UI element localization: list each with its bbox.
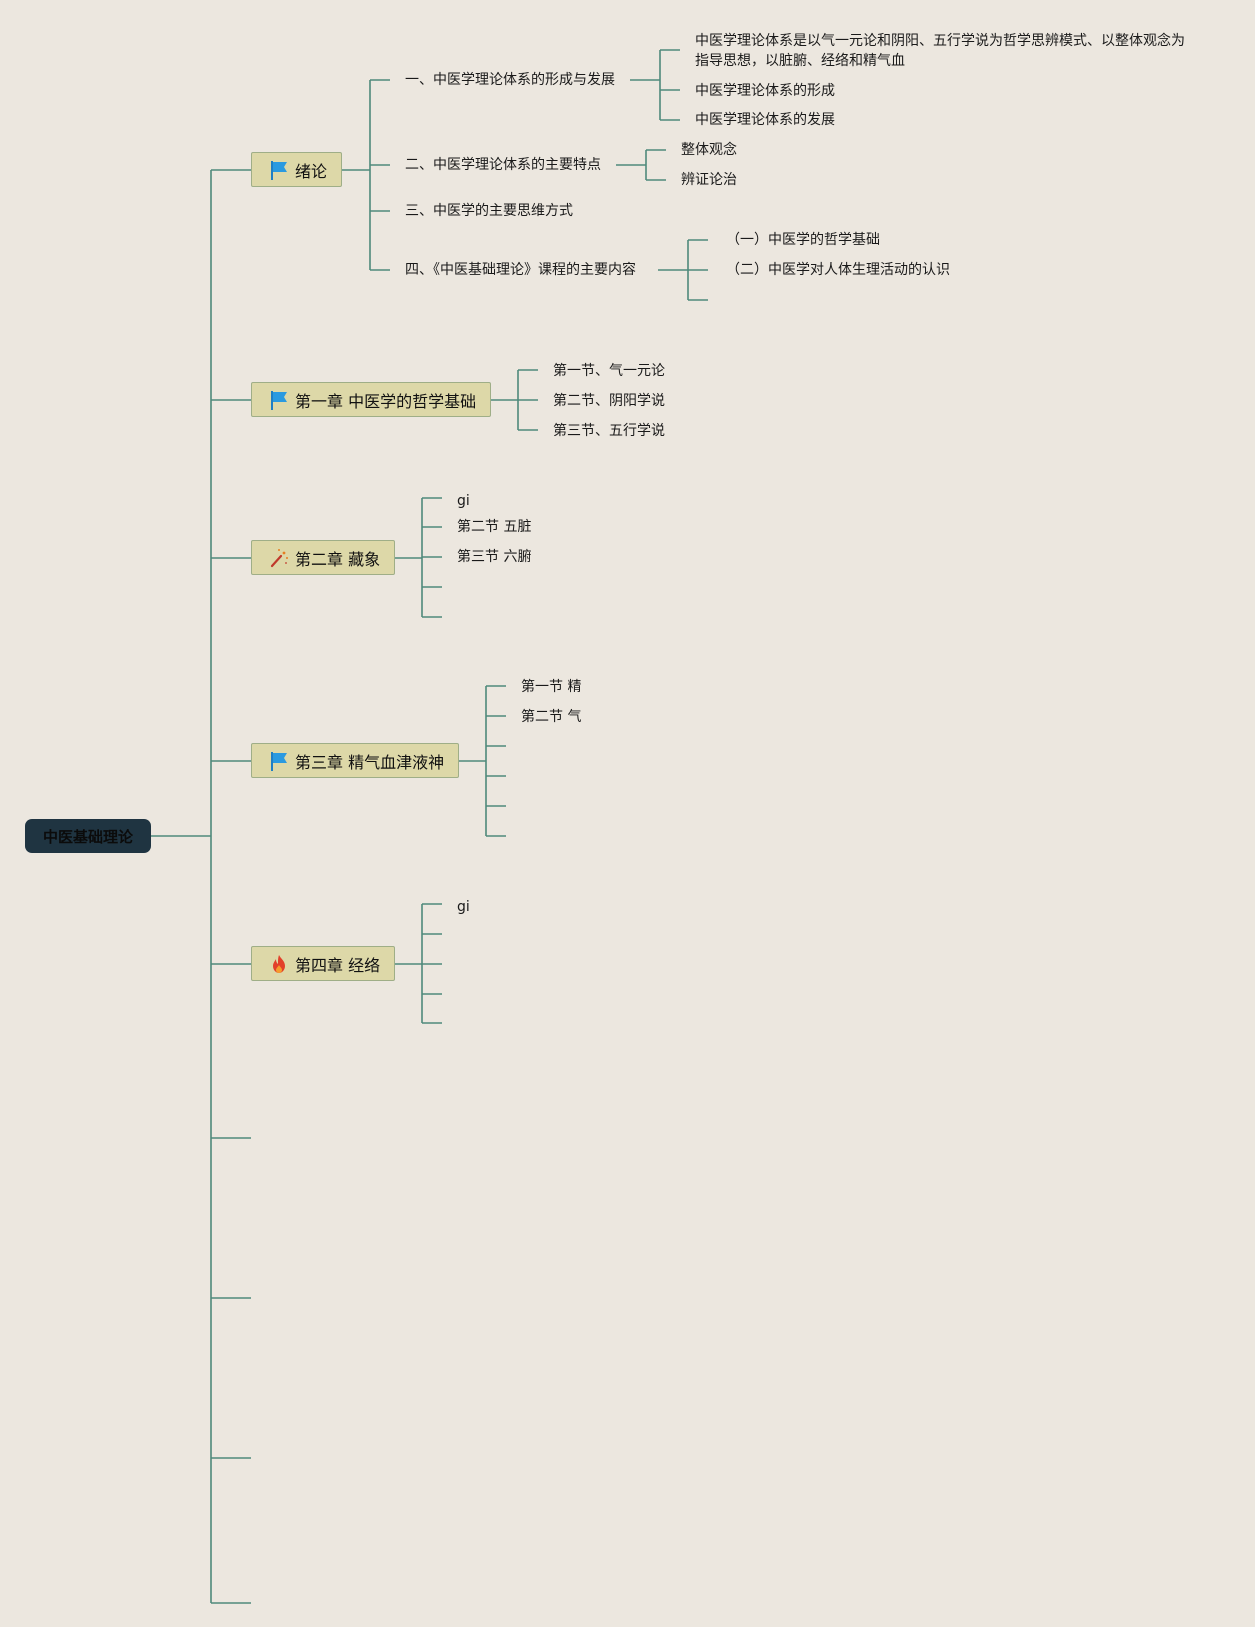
chapter-node-1[interactable]: 第一章 中医学的哲学基础 xyxy=(251,382,492,417)
root-node[interactable]: 中医基础理论 xyxy=(25,819,151,853)
blue-flag-icon xyxy=(271,390,287,410)
topic-item[interactable]: 第三节 六腑 xyxy=(457,549,532,565)
chapter-node-4[interactable]: 第四章 经络 xyxy=(251,946,396,981)
root-label: 中医基础理论 xyxy=(42,827,133,846)
topic-item[interactable]: （二）中医学对人体生理活动的认识 xyxy=(726,262,950,278)
topic-item[interactable]: 中医学理论体系的发展 xyxy=(695,112,835,128)
fire-icon xyxy=(273,954,285,973)
chapter-node-intro[interactable]: 绪论 xyxy=(251,152,343,187)
chapter-node-3[interactable]: 第三章 精气血津液神 xyxy=(251,743,460,778)
magic-wand-icon xyxy=(270,548,288,567)
chapter-label: 第三章 精气血津液神 xyxy=(295,752,445,772)
chapter-label: 第四章 经络 xyxy=(295,955,381,975)
topic-item[interactable]: 第二节 气 xyxy=(521,709,582,725)
chapter-node-2[interactable]: 第二章 藏象 xyxy=(251,540,396,575)
blue-flag-icon xyxy=(271,160,287,180)
topic-item[interactable]: 第二节 五脏 xyxy=(457,519,532,535)
blue-flag-icon xyxy=(271,751,287,771)
topic-item[interactable]: 四、《中医基础理论》课程的主要内容 xyxy=(405,262,636,278)
topic-item[interactable]: 中医学理论体系的形成 xyxy=(695,83,835,99)
topic-item[interactable]: 第一节、气一元论 xyxy=(553,363,665,379)
topic-item[interactable]: 辨证论治 xyxy=(681,172,737,188)
topic-item[interactable]: （一）中医学的哲学基础 xyxy=(726,232,880,248)
topic-item[interactable]: gi xyxy=(457,493,470,509)
chapter-label: 绪论 xyxy=(295,161,328,181)
topic-item[interactable]: 整体观念 xyxy=(681,142,737,158)
topic-item[interactable]: 中医学理论体系是以气一元论和阴阳、五行学说为哲学思辨模式、以整体观念为指导思想，… xyxy=(695,33,1185,69)
topic-item[interactable]: 第三节、五行学说 xyxy=(553,423,665,439)
topic-item[interactable]: 第一节 精 xyxy=(521,679,582,695)
chapter-label: 第一章 中医学的哲学基础 xyxy=(295,391,477,411)
topic-item[interactable]: 二、中医学理论体系的主要特点 xyxy=(405,157,601,173)
topic-item[interactable]: 三、中医学的主要思维方式 xyxy=(405,203,573,219)
topic-item[interactable]: gi xyxy=(457,899,470,915)
topic-item[interactable]: 一、中医学理论体系的形成与发展 xyxy=(405,72,615,88)
topic-item[interactable]: 第二节、阴阳学说 xyxy=(553,393,665,409)
chapter-label: 第二章 藏象 xyxy=(295,549,381,569)
